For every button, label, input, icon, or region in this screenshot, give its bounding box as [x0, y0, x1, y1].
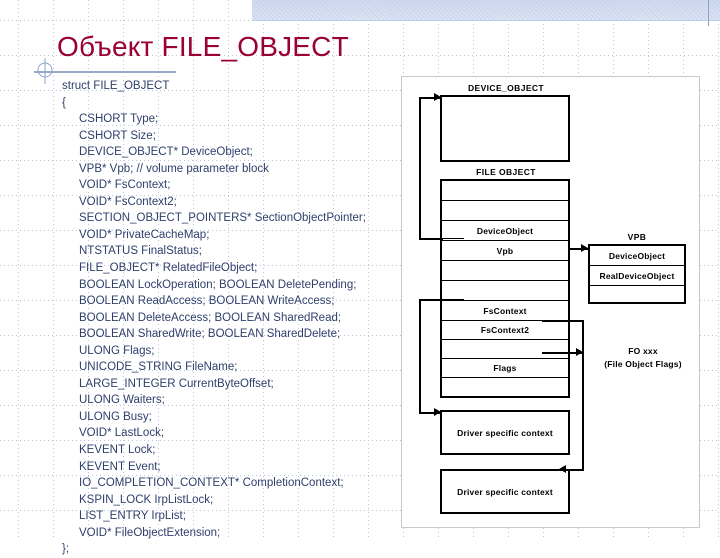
vpb-box: DeviceObject RealDeviceObject	[588, 244, 686, 304]
connector-fscontext-top	[419, 299, 443, 301]
code-line: BOOLEAN ReadAccess; BOOLEAN WriteAccess;	[79, 295, 335, 308]
file-object-row: FsContext	[442, 301, 568, 321]
file-object-row: Vpb	[442, 241, 568, 261]
driver-context-box: Driver specific context	[440, 469, 570, 514]
file-object-header: FILE OBJECT	[476, 167, 536, 177]
code-line: FILE_OBJECT* RelatedFileObject;	[79, 262, 258, 275]
driver-context-box: Driver specific context	[440, 410, 570, 455]
connector-vpb-line	[570, 248, 588, 250]
file-object-row: Flags	[442, 359, 568, 378]
header-decoration-band	[252, 0, 720, 20]
code-line: BOOLEAN DeleteAccess; BOOLEAN SharedRead…	[79, 311, 342, 324]
file-object-row	[442, 261, 568, 281]
code-line: ULONG Flags;	[79, 344, 155, 357]
code-line: VOID* LastLock;	[79, 427, 165, 440]
header-decoration-edge	[252, 20, 720, 21]
code-line: };	[62, 543, 70, 556]
code-line: VOID* FsContext2;	[79, 195, 177, 208]
code-line: ULONG Waiters;	[79, 394, 165, 407]
file-object-row	[442, 281, 568, 301]
connector-deviceobject-vertical	[419, 97, 421, 240]
vpb-header: VPB	[627, 232, 647, 242]
connector-flags-arrow	[576, 348, 583, 356]
vpb-row: RealDeviceObject	[590, 266, 684, 286]
connector-vpb-arrow	[581, 244, 588, 252]
code-line: KEVENT Event;	[79, 460, 161, 473]
driver-context-label: Driver specific context	[457, 486, 553, 497]
file-object-row	[442, 378, 568, 396]
file-object-box: DeviceObject Vpb FsContext FsContext2 Fl…	[440, 179, 570, 398]
code-line: CSHORT Size;	[79, 129, 156, 142]
crosshair-bullet-icon	[37, 58, 53, 84]
code-line: KEVENT Lock;	[79, 444, 156, 457]
connector-fscontext2-vertical	[582, 320, 584, 471]
code-line: LARGE_INTEGER CurrentByteOffset;	[79, 377, 274, 390]
file-object-flags-label-line2: (File Object Flags)	[604, 359, 682, 369]
code-line: IO_COMPLETION_CONTEXT* CompletionContext…	[79, 477, 344, 490]
stub-fscontext	[442, 299, 464, 300]
file-object-row: FsContext2	[442, 321, 568, 340]
connector-fscontext2-top	[542, 320, 584, 322]
file-object-row	[442, 201, 568, 221]
code-line: VOID* FileObjectExtension;	[79, 526, 221, 539]
connector-deviceobject-arrow	[434, 93, 441, 101]
connector-flags-line	[542, 352, 582, 354]
code-line: DEVICE_OBJECT* DeviceObject;	[79, 146, 253, 159]
file-object-diagram: DEVICE_OBJECT FILE OBJECT DeviceObject V…	[401, 76, 700, 528]
code-line: {	[62, 96, 66, 109]
code-line: BOOLEAN SharedWrite; BOOLEAN SharedDelet…	[79, 328, 341, 341]
code-line: SECTION_OBJECT_POINTERS* SectionObjectPo…	[79, 212, 366, 225]
file-object-row: DeviceObject	[442, 221, 568, 241]
code-line: VOID* FsContext;	[79, 179, 171, 192]
file-object-row	[442, 340, 568, 359]
connector-fscontext-arrow	[434, 408, 441, 416]
connector-fscontext2-bottom	[562, 469, 584, 471]
header-right-rule	[708, 0, 709, 26]
device-object-header: DEVICE_OBJECT	[467, 83, 545, 93]
code-line: KSPIN_LOCK IrpListLock;	[79, 493, 214, 506]
title-underline	[34, 71, 176, 73]
connector-fscontext-bottom	[419, 412, 441, 414]
code-line: BOOLEAN LockOperation; BOOLEAN DeletePen…	[79, 278, 357, 291]
file-object-row	[442, 181, 568, 201]
connector-deviceobject-bottom	[419, 238, 443, 240]
file-object-flags-label-line1: FO xxx	[628, 346, 658, 356]
device-object-box	[440, 95, 570, 162]
code-line: struct FILE_OBJECT	[62, 80, 170, 92]
vpb-row: DeviceObject	[590, 246, 684, 266]
code-line: VPB* Vpb; // volume parameter block	[79, 162, 269, 175]
driver-context-label: Driver specific context	[457, 427, 553, 438]
connector-fscontext-vertical	[419, 299, 421, 414]
code-line: LIST_ENTRY IrpList;	[79, 510, 186, 523]
code-line: ULONG Busy;	[79, 410, 152, 423]
code-line: UNICODE_STRING FileName;	[79, 361, 238, 374]
connector-deviceobject-top	[419, 97, 441, 99]
stub-deviceobject	[442, 238, 464, 239]
code-line: VOID* PrivateCacheMap;	[79, 228, 210, 241]
code-line: NTSTATUS FinalStatus;	[79, 245, 202, 258]
code-line: CSHORT Type;	[79, 113, 159, 126]
page-title: Объект FILE_OBJECT	[57, 31, 349, 62]
vpb-row	[590, 286, 684, 304]
code-listing: struct FILE_OBJECT { CSHORT Type; CSHORT Si…	[62, 78, 402, 558]
connector-fscontext2-arrow	[559, 465, 566, 473]
